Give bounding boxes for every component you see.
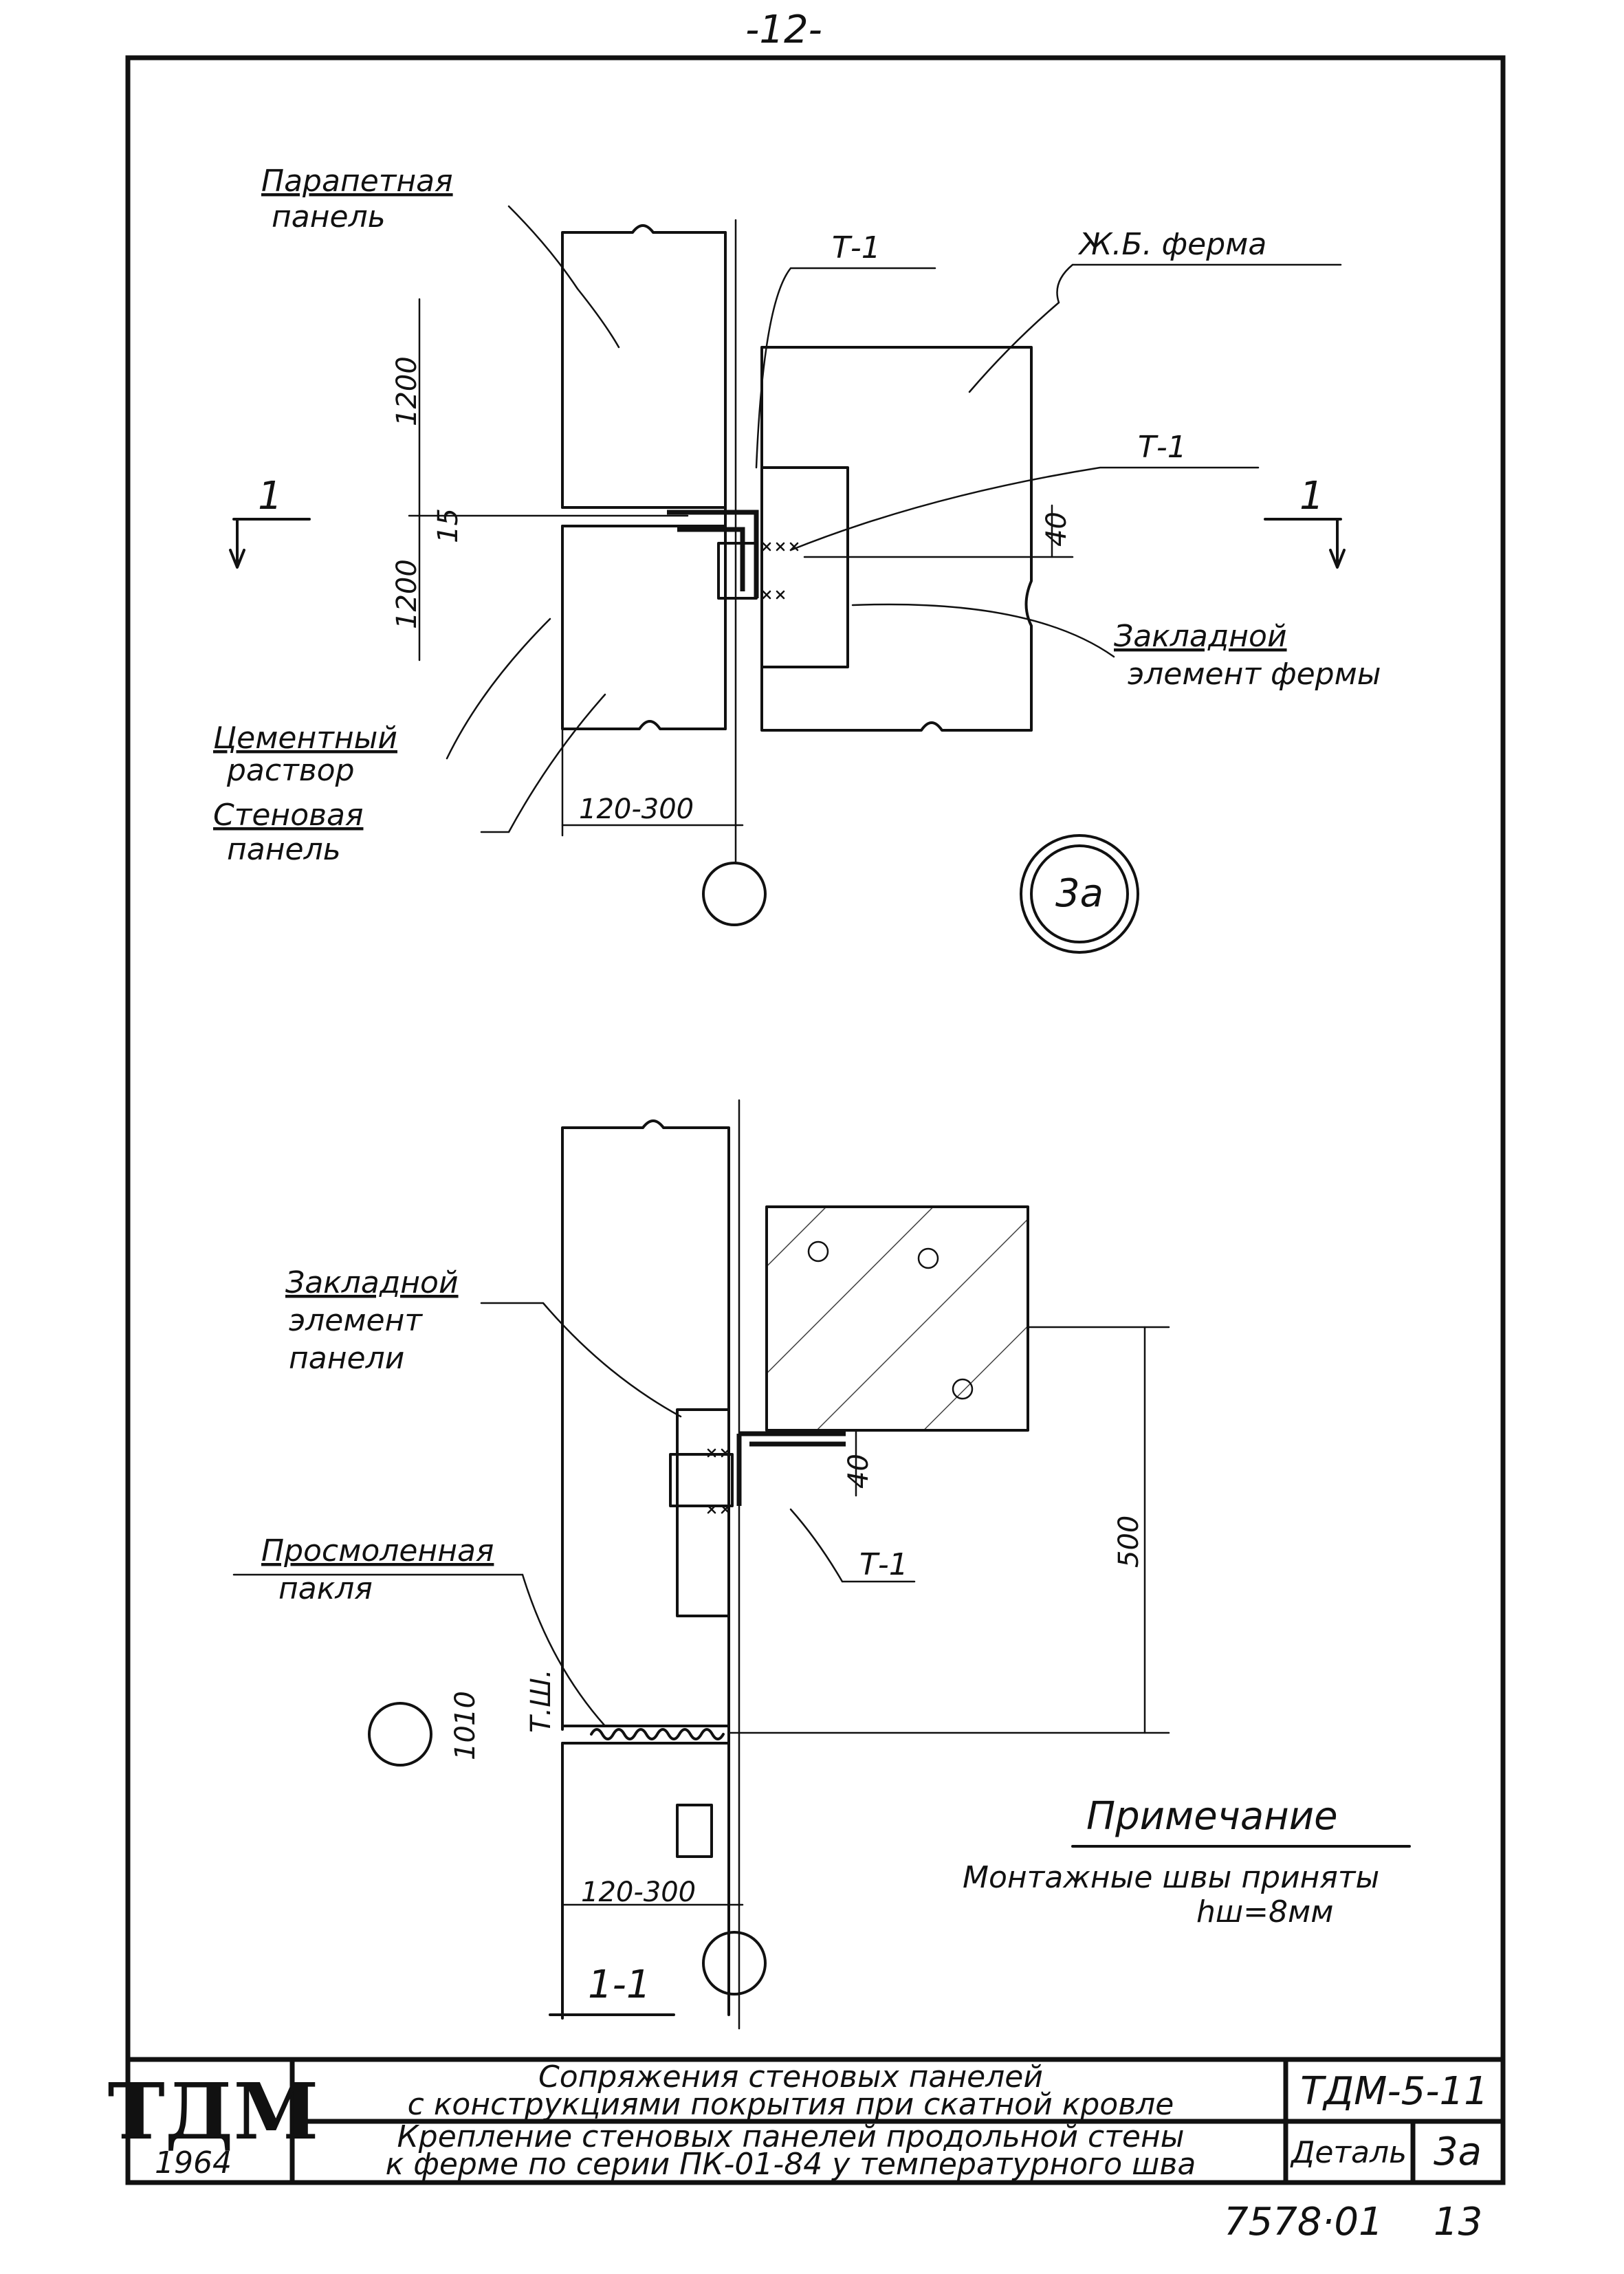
dim-40: 40 [1041, 512, 1073, 547]
axis-bubble-section-left [368, 1702, 432, 1767]
section-steel-angle [736, 1431, 846, 1506]
axis-bubble-section-bottom [702, 1931, 767, 1996]
dim-1200-upper: 1200 [391, 356, 423, 426]
section-wall-panel [561, 1119, 730, 2020]
section-mark-left: 1 [258, 474, 283, 518]
section-title: 1-1 [588, 1963, 650, 2007]
dim-40-section: 40 [843, 1454, 875, 1489]
detail-value: 3а [1434, 2130, 1482, 2174]
note-title: Примечание [1086, 1794, 1338, 1839]
truss-embedded-element [760, 466, 849, 668]
section-truss-fill [768, 1208, 1027, 1429]
dim-120-300-section: 120-300 [581, 1877, 696, 1908]
bottom-number: 13 [1434, 2200, 1482, 2244]
dim-120-300: 120-300 [579, 794, 694, 825]
label-wall-1: Стеновая [213, 798, 363, 833]
title-line-2: с конструкциями покрытия при скатной кро… [408, 2087, 1174, 2122]
page-number: -12- [745, 8, 822, 52]
tarred-tow [590, 1728, 725, 1740]
title-line-1: Сопряжения стеновых панелей [538, 2059, 1043, 2095]
label-embedded-panel-3: панели [289, 1341, 404, 1376]
label-embedded-panel-2: элемент [289, 1303, 423, 1338]
detail-label: Деталь [1290, 2135, 1407, 2170]
dim-500: 500 [1113, 1516, 1145, 1568]
bottom-code: 7578·01 [1224, 2200, 1383, 2244]
dim-1200-lower: 1200 [391, 559, 423, 629]
steel-plate [717, 542, 758, 600]
axis-bubble-plan [702, 862, 767, 926]
weld-marks [762, 542, 799, 600]
label-wall-2: панель [227, 832, 341, 867]
note-line-1: Монтажные швы приняты [963, 1860, 1379, 1895]
label-embedded-1: Закладной [1114, 619, 1287, 654]
parapet-panel [561, 224, 727, 509]
label-t1-top: Т-1 [832, 230, 881, 265]
label-embedded-panel-1: Закладной [285, 1265, 459, 1300]
lower-embedded-element [676, 1804, 713, 1858]
wall-panel [561, 525, 727, 730]
drawing-code: ТДМ-5-11 [1300, 2069, 1489, 2114]
label-mortar-1: Цементный [213, 721, 397, 756]
note-line-2: hш=8мм [1196, 1894, 1333, 1929]
leader-tow [232, 1573, 606, 1727]
leader-embedded [851, 603, 1115, 658]
dim-10a: 10 [450, 1725, 481, 1760]
plan-view: 1200 1200 15 40 120-300 1 1 Парапетная п… [213, 164, 1381, 954]
truss-aggregate-2 [917, 1247, 939, 1269]
leader-mortar [446, 617, 551, 760]
leader-t1-top [755, 267, 936, 469]
note: Примечание Монтажные швы приняты hш=8мм [963, 1794, 1411, 1929]
section-mark-right: 1 [1299, 474, 1324, 518]
detail-marker-inner [1030, 844, 1129, 943]
detail-marker-label: 3а [1055, 871, 1104, 916]
label-parapet-2: панель [272, 199, 386, 234]
section-truss [765, 1205, 1029, 1432]
truss [760, 346, 1033, 732]
label-parapet-1: Парапетная [261, 164, 453, 199]
label-tow-2: пакля [278, 1571, 373, 1606]
dim-15: 15 [432, 508, 464, 543]
leader-embedded-panel [480, 1302, 682, 1418]
label-embedded-2: элемент фермы [1128, 657, 1381, 692]
section-arrow-left [229, 518, 311, 569]
label-truss: Ж.Б. ферма [1077, 227, 1266, 262]
sheet-frame [125, 55, 1506, 2185]
detail-marker-outer [1020, 834, 1139, 954]
leader-parapet [507, 205, 620, 349]
subtitle-line-1: Крепление стеновых панелей продольной ст… [397, 2119, 1185, 2154]
label-mortar-2: раствор [226, 753, 355, 788]
subtitle-line-2: к ферме по серии ПК-01-84 у температурно… [386, 2147, 1196, 2182]
section-view: 500 40 Т.Ш. 10 10 120-300 Закладной элем… [232, 1099, 1170, 2030]
title-block-year: 1964 [155, 2145, 232, 2180]
section-arrow-right [1264, 518, 1346, 569]
panel-embedded-plate [669, 1453, 734, 1507]
logo: ТДМ [108, 2067, 319, 2157]
dim-ts: Т.Ш. [525, 1669, 557, 1733]
truss-aggregate-1 [807, 1240, 829, 1262]
dim-10b: 10 [450, 1691, 481, 1726]
label-tow-1: Просмоленная [261, 1533, 494, 1568]
truss-aggregate-3 [952, 1378, 974, 1400]
label-t1-mid: Т-1 [1138, 430, 1187, 465]
leader-wall [480, 693, 606, 833]
section-weld-marks [707, 1448, 730, 1514]
leader-truss [968, 263, 1342, 393]
leader-t1-mid [789, 466, 1260, 551]
label-t1-section: Т-1 [859, 1547, 908, 1582]
leader-t1-section [789, 1508, 916, 1583]
title-block: ТДМ 1964 Сопряжения стеновых панелей с к… [108, 2057, 1503, 2183]
